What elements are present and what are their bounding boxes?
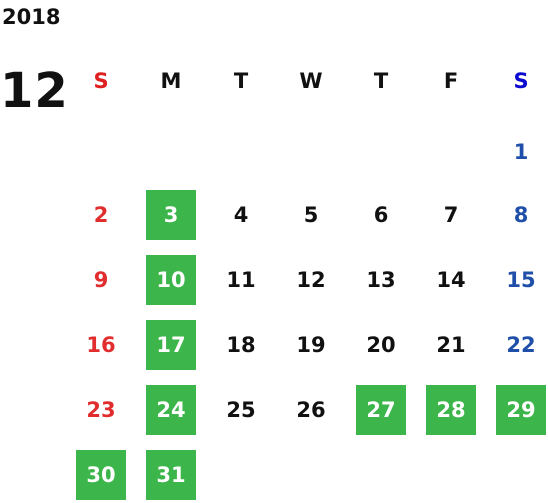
date-cell[interactable]: 1 xyxy=(513,140,529,164)
date-cell[interactable]: 25 xyxy=(226,398,256,422)
highlighted-date-cell[interactable]: 17 xyxy=(146,320,196,370)
highlighted-date-cell[interactable]: 31 xyxy=(146,450,196,500)
date-cell[interactable]: 11 xyxy=(226,268,256,292)
date-cell[interactable]: 20 xyxy=(366,333,396,357)
weekday-header: T xyxy=(233,69,249,93)
date-cell[interactable]: 13 xyxy=(366,268,396,292)
date-cell[interactable]: 18 xyxy=(226,333,256,357)
weekday-header: S xyxy=(93,69,109,93)
date-cell[interactable]: 9 xyxy=(93,268,109,292)
date-cell[interactable]: 23 xyxy=(86,398,116,422)
date-cell[interactable]: 12 xyxy=(296,268,326,292)
highlighted-date-cell[interactable]: 28 xyxy=(426,385,476,435)
weekday-header: M xyxy=(160,69,182,93)
date-cell[interactable]: 7 xyxy=(443,203,459,227)
date-cell[interactable]: 14 xyxy=(436,268,466,292)
highlighted-date-cell[interactable]: 3 xyxy=(146,190,196,240)
date-cell[interactable]: 2 xyxy=(93,203,109,227)
highlighted-date-cell[interactable]: 27 xyxy=(356,385,406,435)
date-cell[interactable]: 15 xyxy=(506,268,536,292)
highlighted-date-cell[interactable]: 29 xyxy=(496,385,546,435)
highlighted-date-cell[interactable]: 30 xyxy=(76,450,126,500)
date-cell[interactable]: 22 xyxy=(506,333,536,357)
calendar-year: 2018 xyxy=(2,5,61,29)
date-cell[interactable]: 6 xyxy=(373,203,389,227)
weekday-header: S xyxy=(513,69,529,93)
date-cell[interactable]: 4 xyxy=(233,203,249,227)
weekday-header: T xyxy=(373,69,389,93)
date-cell[interactable]: 19 xyxy=(296,333,326,357)
date-cell[interactable]: 8 xyxy=(513,203,529,227)
date-cell[interactable]: 16 xyxy=(86,333,116,357)
highlighted-date-cell[interactable]: 10 xyxy=(146,255,196,305)
highlighted-date-cell[interactable]: 24 xyxy=(146,385,196,435)
weekday-header: W xyxy=(299,69,323,93)
date-cell[interactable]: 5 xyxy=(303,203,319,227)
weekday-header: F xyxy=(443,69,459,93)
date-cell[interactable]: 26 xyxy=(296,398,326,422)
calendar-month: 12 xyxy=(0,63,69,119)
date-cell[interactable]: 21 xyxy=(436,333,466,357)
